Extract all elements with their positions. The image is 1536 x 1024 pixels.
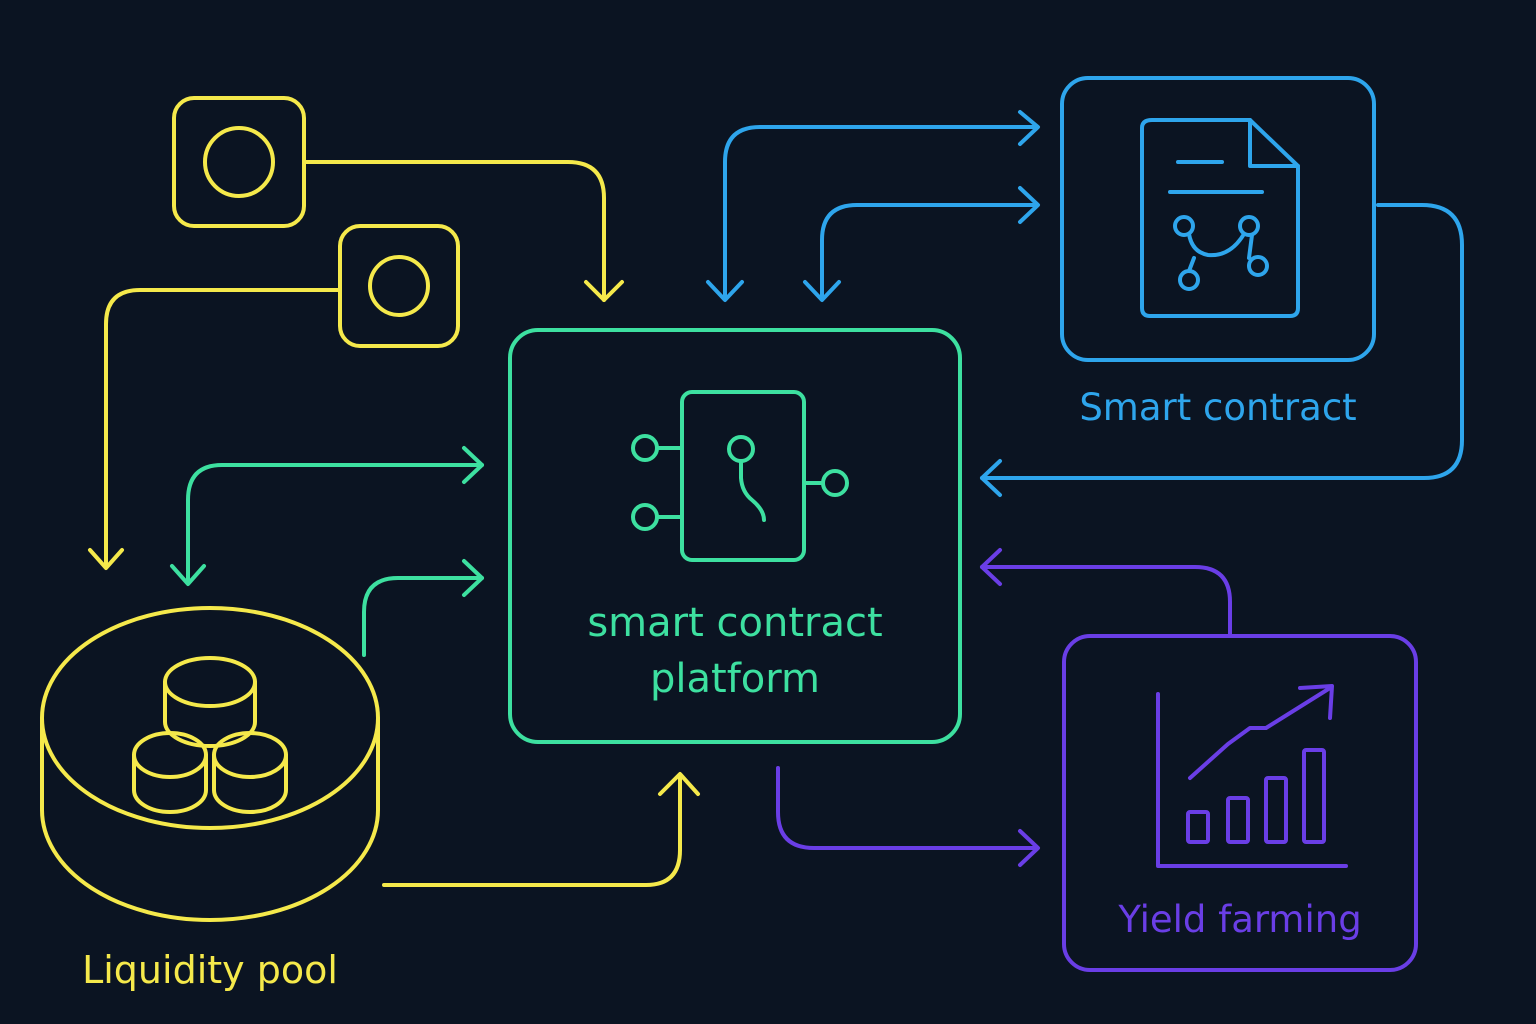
token-coin-icon: [368, 255, 430, 317]
connector-pool-to-platform-bottom: [382, 772, 700, 887]
yield-farming-node-frame: [1062, 634, 1418, 972]
connector-yield-to-platform: [980, 548, 1232, 638]
pool-disc-top: [40, 606, 380, 830]
smart-contract-node-frame: [1060, 76, 1376, 362]
platform-node-frame: [508, 328, 962, 744]
platform-node: [508, 328, 962, 744]
liquidity-pool-label: Liquidity pool: [82, 948, 338, 992]
platform-label: smart contract platform: [587, 600, 883, 702]
token-coin-icon: [203, 126, 275, 198]
yield-farming-label: Yield farming: [1118, 898, 1362, 941]
connector-platform-to-yield: [776, 766, 1040, 867]
connector-token-a-to-platform: [302, 160, 624, 302]
growth-chart-icon: [1156, 684, 1348, 868]
smart-contract-node: [1060, 76, 1376, 362]
smart-contract-label: Smart contract: [1079, 386, 1357, 429]
token-node-a: [172, 96, 306, 228]
connector-pool-platform-two-way: [170, 446, 484, 586]
pool-disc-side: [40, 716, 380, 922]
contract-document-icon: [1140, 118, 1300, 318]
circuit-chip-icon: [631, 390, 849, 562]
connector-platform-smart-contract-outer: [706, 110, 1040, 302]
yield-farming-node: [1062, 634, 1418, 972]
connector-smart-contract-to-platform: [980, 203, 1464, 497]
connector-token-b-to-pool: [88, 288, 342, 570]
coin-stack-icon: [132, 656, 288, 814]
liquidity-pool-node: [40, 606, 380, 922]
token-node-b: [338, 224, 460, 348]
connector-platform-smart-contract-inner: [803, 186, 1040, 302]
connector-pool-to-platform: [362, 559, 484, 657]
